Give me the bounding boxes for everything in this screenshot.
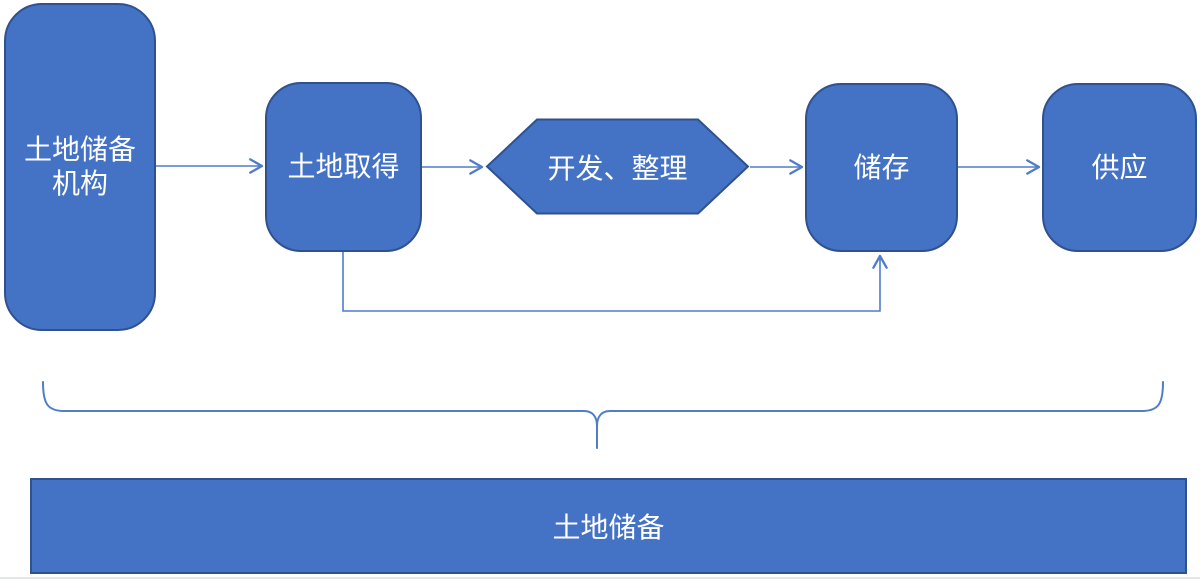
node-label-storage: 储存 xyxy=(853,151,910,183)
connector-acquisition-to-storage-elbow xyxy=(342,252,888,312)
curly-brace xyxy=(42,381,1164,449)
node-label-development-consolidation: 开发、整理 xyxy=(547,152,688,184)
node-land-reserve-agency[interactable]: 土地储备机构 xyxy=(4,3,156,331)
node-supply[interactable]: 供应 xyxy=(1042,83,1197,252)
summary-bar-land-reserve[interactable]: 土地储备 xyxy=(30,478,1187,574)
page-bottom-edge xyxy=(0,577,1200,579)
node-label-land-acquisition: 土地取得 xyxy=(287,151,400,183)
hexagon-shape xyxy=(485,118,750,215)
node-label-land-reserve-agency: 土地储备机构 xyxy=(23,134,136,199)
summary-bar-label: 土地储备 xyxy=(552,512,665,543)
node-label-supply: 供应 xyxy=(1091,151,1148,183)
node-land-acquisition[interactable]: 土地取得 xyxy=(265,82,422,252)
node-development-consolidation[interactable]: 开发、整理 xyxy=(485,118,750,215)
node-storage[interactable]: 储存 xyxy=(805,83,958,252)
